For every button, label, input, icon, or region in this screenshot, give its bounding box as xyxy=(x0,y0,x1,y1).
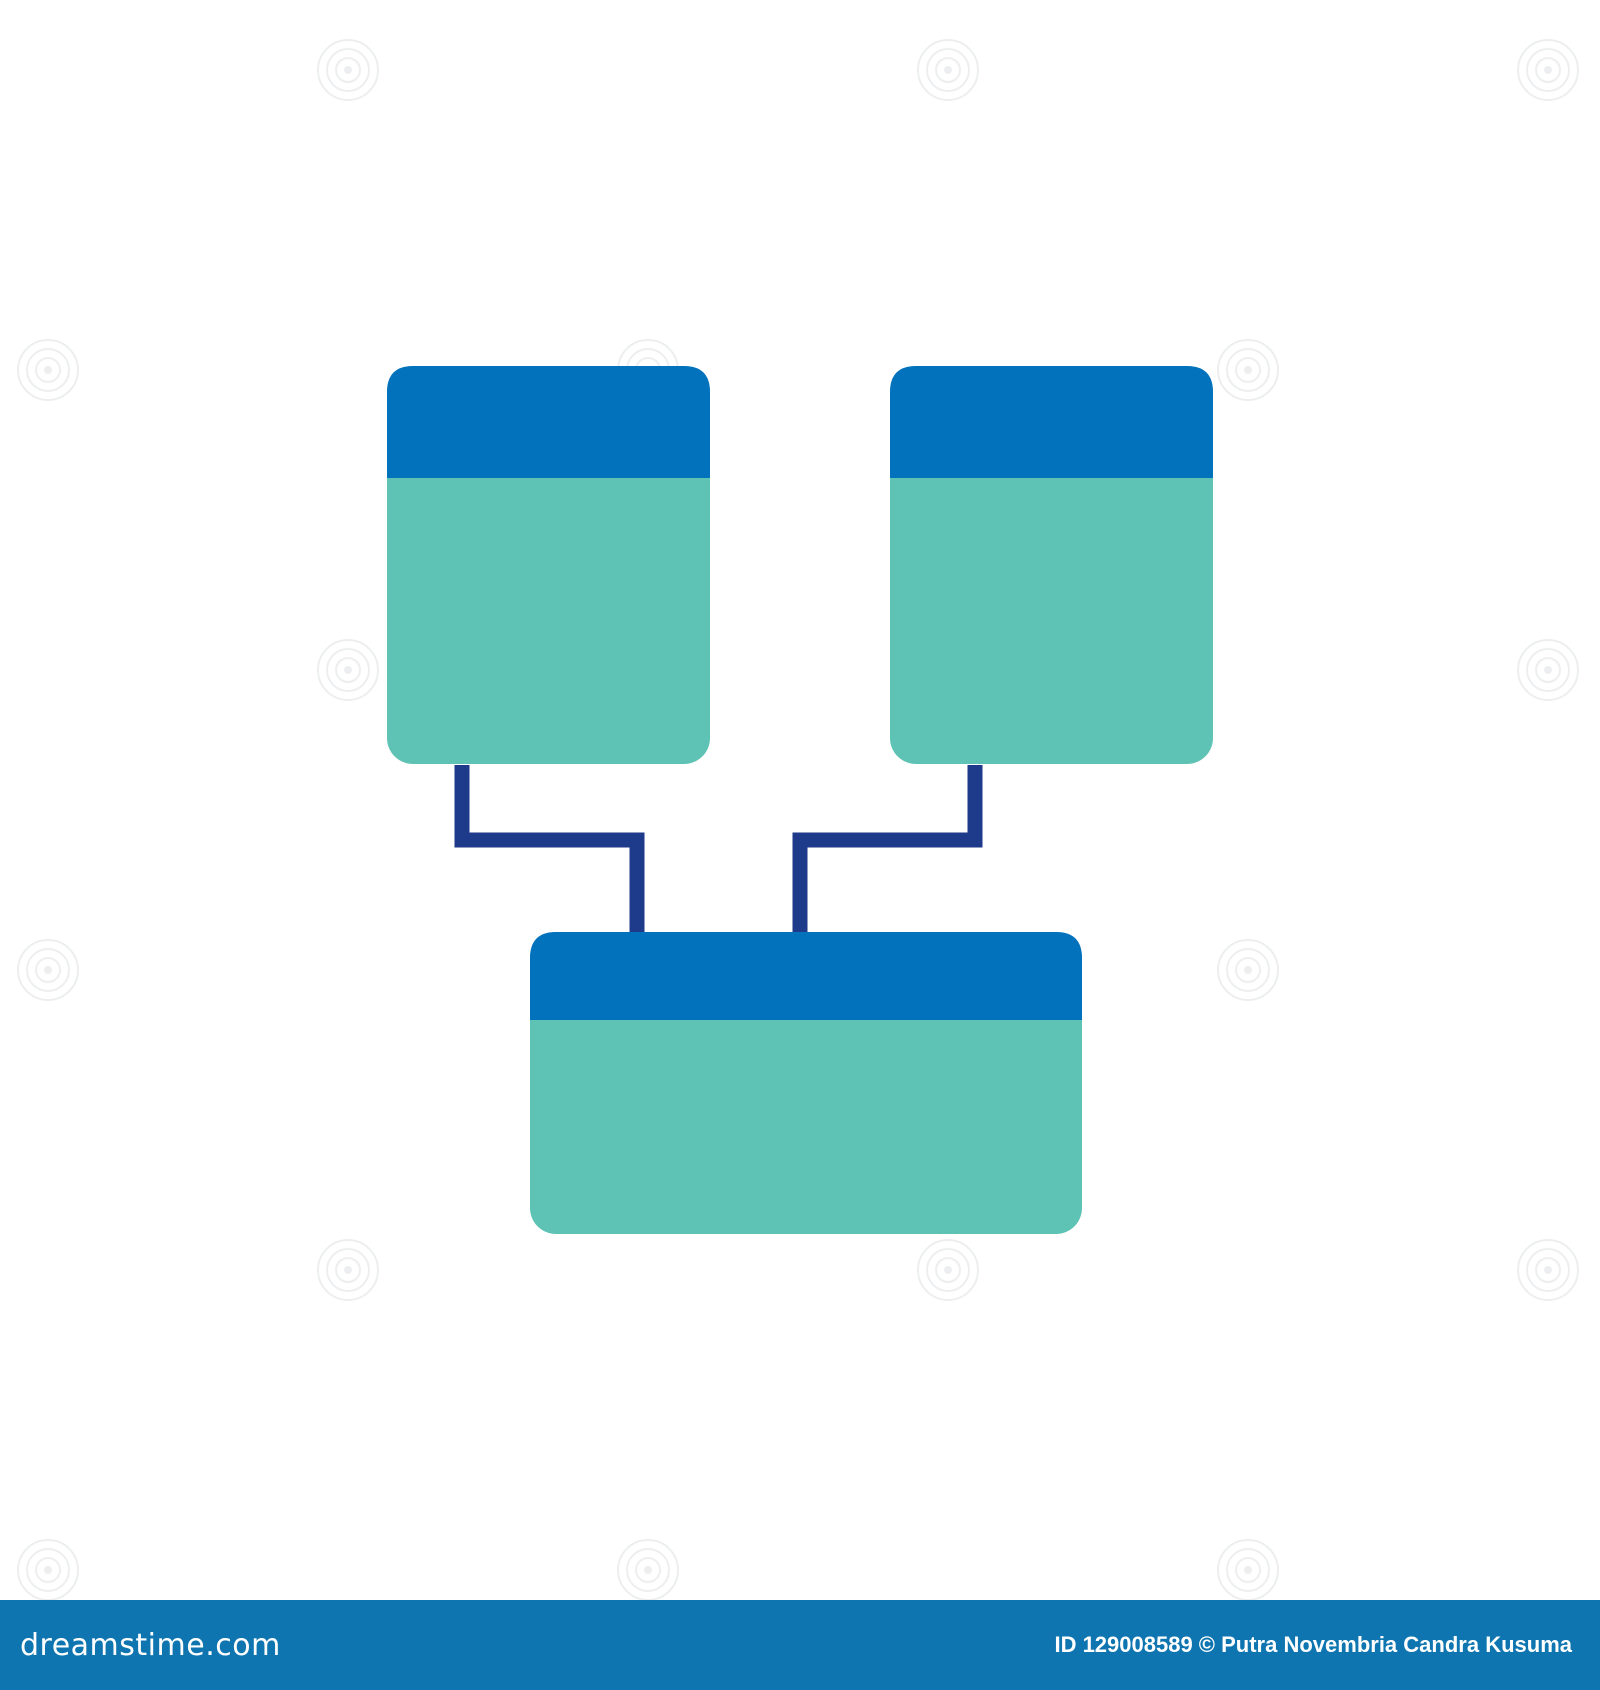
watermark-spiral-icon xyxy=(315,37,381,103)
watermark-spiral-icon xyxy=(315,1237,381,1303)
bottom-box xyxy=(530,932,1082,1234)
watermark-spiral-icon xyxy=(315,637,381,703)
watermark-spiral-icon xyxy=(1515,1237,1581,1303)
top-left-box-header xyxy=(387,366,710,478)
watermark-spiral-icon xyxy=(1515,637,1581,703)
connector-left xyxy=(454,765,645,932)
footer-logo[interactable]: dreamstime.com xyxy=(20,1627,281,1663)
top-left-box xyxy=(387,366,710,764)
watermark-spiral-icon xyxy=(1515,37,1581,103)
watermark-spiral-icon xyxy=(15,937,81,1003)
top-right-box xyxy=(890,366,1213,764)
watermark-spiral-icon xyxy=(915,37,981,103)
image-credit: ID 129008589 © Putra Novembria Candra Ku… xyxy=(1054,1632,1572,1657)
watermark-spiral-icon xyxy=(1215,337,1281,403)
top-right-box-header xyxy=(890,366,1213,478)
connector-right xyxy=(792,765,983,932)
footer-bar: dreamstime.com ID 129008589 © Putra Nove… xyxy=(0,1600,1600,1690)
watermark-spiral-icon xyxy=(915,1237,981,1303)
watermark-spiral-icon xyxy=(15,337,81,403)
bottom-box-header xyxy=(530,932,1082,1020)
database-hierarchy-icon xyxy=(387,366,1213,1234)
watermark-spiral-icon xyxy=(1215,937,1281,1003)
